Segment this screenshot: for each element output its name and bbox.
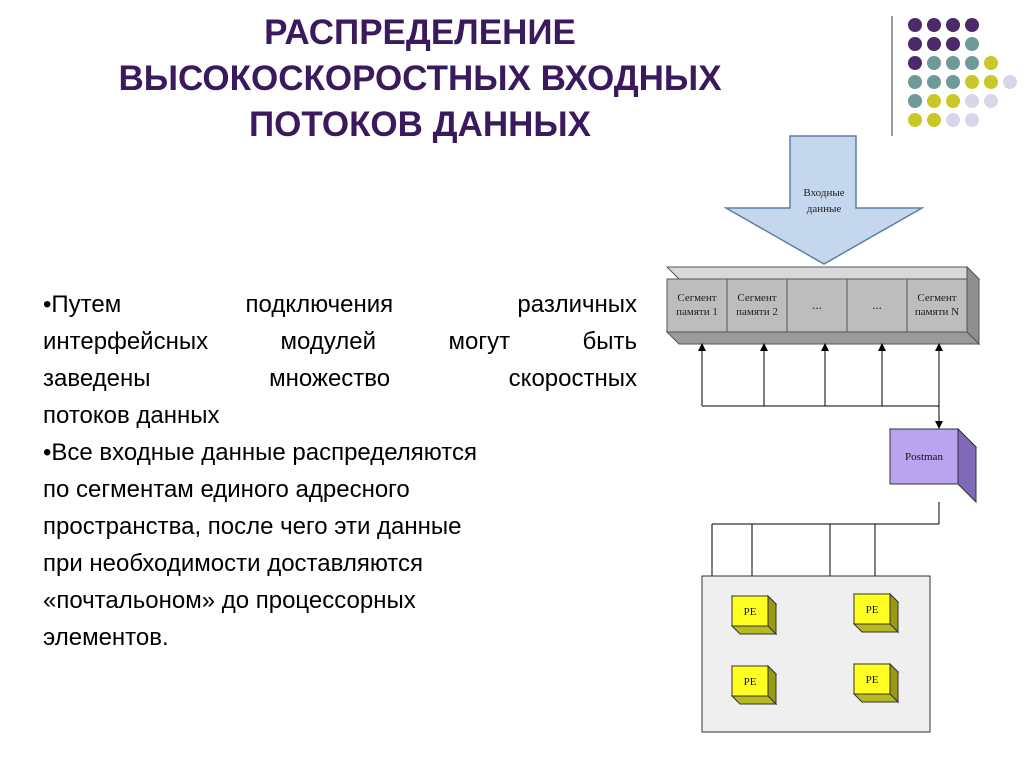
postman-block: Postman <box>888 427 978 504</box>
memory-segment-cell <box>906 278 968 333</box>
decorative-dot-teal <box>946 75 960 89</box>
decorative-dot-teal <box>908 75 922 89</box>
memory-segments-block: Сегмент памяти 1 Сегмент памяти 2...... Сегм… <box>665 265 981 346</box>
pe-label: PE <box>744 606 757 618</box>
memory-segment-label: Сегмент <box>677 292 716 304</box>
bullet-2-line-4: при необходимости доставляются <box>43 550 424 577</box>
bullet-1-line-2: интерфейсных модулей могут быть <box>43 328 637 355</box>
title-line-1: РАСПРЕДЕЛЕНИЕ <box>264 13 576 52</box>
input-data-arrow <box>723 135 925 265</box>
slide-title: РАСПРЕДЕЛЕНИЕ ВЫСОКОСКОРОСТНЫХ ВХОДНЫХ П… <box>100 10 740 148</box>
memory-segment-cell <box>666 278 728 333</box>
decorative-dot-purple <box>946 18 960 32</box>
bullet-2-line-5: «почтальоном» до процессорных <box>43 587 416 614</box>
processor-element: PE <box>730 664 778 706</box>
bullet-1-line-3: заведены множество скоростных <box>43 365 637 392</box>
bullet-2-line-2: по сегментам единого адресного <box>43 476 410 503</box>
input-data-label-line-2: данные <box>807 203 842 215</box>
decorative-dot-lilac <box>984 94 998 108</box>
bullet-2-line-6: элементов. <box>43 624 169 651</box>
postman-label: Postman <box>905 451 943 463</box>
segment-connectors <box>698 343 943 429</box>
memory-segment-label: Сегмент <box>737 292 776 304</box>
decorative-divider <box>891 16 893 136</box>
bullet-2-line-1: •Все входные данные распределяются <box>43 439 477 466</box>
decorative-dot-teal <box>965 56 979 70</box>
input-data-label-line-1: Входные <box>803 187 844 199</box>
decorative-dot-lime <box>965 75 979 89</box>
memory-segment-label: ... <box>812 297 822 312</box>
decorative-dot-lilac <box>965 94 979 108</box>
decorative-dot-purple <box>927 37 941 51</box>
decorative-dot-purple <box>946 37 960 51</box>
bullet-1-line-4: потоков данных <box>43 402 220 429</box>
processor-element: PE <box>852 592 900 634</box>
decorative-dot-lilac <box>965 113 979 127</box>
bullet-2: •Все входные данные распределяются по се… <box>43 434 637 656</box>
decorative-dot-lime <box>927 113 941 127</box>
decorative-dot-lilac <box>946 113 960 127</box>
memory-segment-cell <box>726 278 788 333</box>
decorative-dot-purple <box>908 37 922 51</box>
decorative-dot-lime <box>908 113 922 127</box>
decorative-dot-purple <box>927 18 941 32</box>
decorative-dot-grid <box>888 14 1018 138</box>
decorative-dot-lime <box>946 94 960 108</box>
decorative-dot-purple <box>908 18 922 32</box>
decorative-dot-teal <box>927 56 941 70</box>
memory-segment-sublabel: памяти 1 <box>676 306 718 318</box>
bullet-1-line-1: •Путем подключения различных <box>43 291 637 318</box>
slide-body: •Путем подключения различных интерфейсны… <box>43 286 637 656</box>
pe-label: PE <box>866 674 879 686</box>
memory-segment-sublabel: памяти N <box>915 306 959 318</box>
memory-segment-label: Сегмент <box>917 292 956 304</box>
title-line-2: ВЫСОКОСКОРОСТНЫХ ВХОДНЫХ <box>118 59 722 98</box>
decorative-dot-purple <box>908 56 922 70</box>
processor-element: PE <box>730 594 778 636</box>
decorative-dot-lime <box>984 75 998 89</box>
memory-segment-sublabel: памяти 2 <box>736 306 778 318</box>
bullet-2-line-3: пространства, после чего эти данные <box>43 513 462 540</box>
processor-element: PE <box>852 662 900 704</box>
decorative-dot-teal <box>965 37 979 51</box>
memory-segment-label: ... <box>872 297 882 312</box>
pe-label: PE <box>744 676 757 688</box>
pe-label: PE <box>866 604 879 616</box>
decorative-dot-lilac <box>1003 75 1017 89</box>
title-line-3: ПОТОКОВ ДАННЫХ <box>248 105 592 144</box>
decorative-dot-purple <box>965 18 979 32</box>
decorative-dot-lime <box>984 56 998 70</box>
decorative-dot-teal <box>927 75 941 89</box>
bullet-1: •Путем подключения различных интерфейсны… <box>43 286 637 434</box>
memory-segment-cell <box>786 278 848 333</box>
decorative-dot-lime <box>927 94 941 108</box>
data-flow-diagram: Входные данные Сегмент памяти 1 Сегмент пам… <box>665 135 981 733</box>
decorative-dot-teal <box>908 94 922 108</box>
decorative-dot-teal <box>946 56 960 70</box>
